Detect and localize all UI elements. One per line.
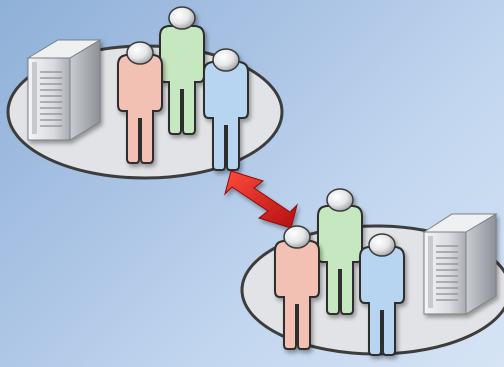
server-tower-icon (424, 214, 496, 314)
double-arrow-icon (225, 171, 297, 228)
server-tower-icon (28, 40, 100, 140)
group-a (8, 7, 282, 178)
